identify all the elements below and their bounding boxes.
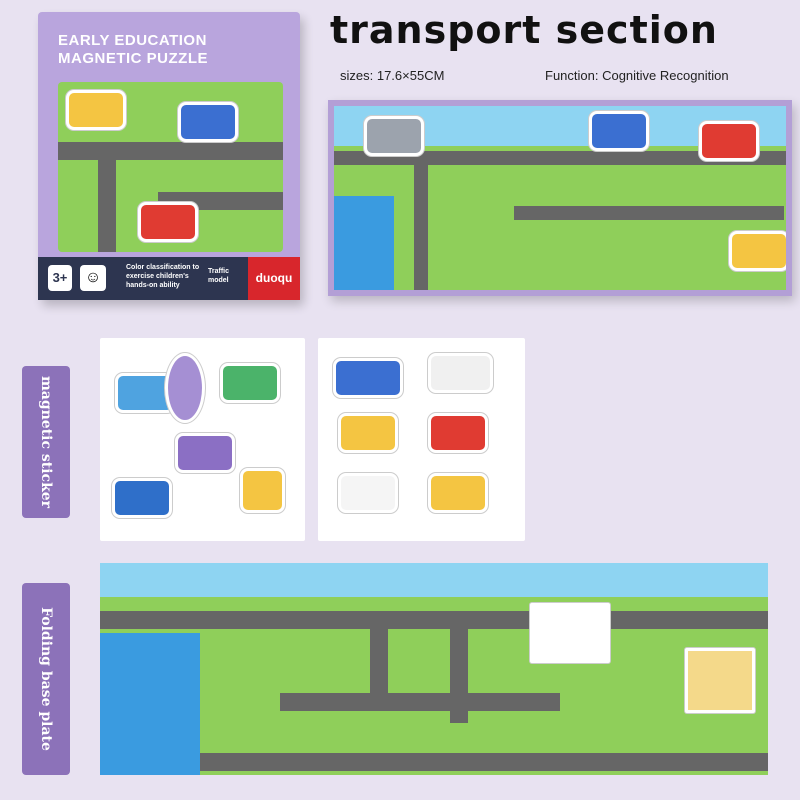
school-bus-sticker xyxy=(428,473,488,513)
sticker-panel-2 xyxy=(318,338,525,541)
base-plate xyxy=(100,563,768,775)
box-description: Color classification to exercise childre… xyxy=(126,264,200,289)
box-title: EARLY EDUCATION MAGNETIC PUZZLE xyxy=(58,32,208,68)
sign-sticker xyxy=(240,468,285,513)
box-model: Traffic model xyxy=(208,268,230,284)
ship-sticker xyxy=(112,478,172,518)
open-board xyxy=(328,100,792,296)
box-title-line2: MAGNETIC PUZZLE xyxy=(58,50,208,67)
sizes-text: sizes: 17.6×55CM xyxy=(340,68,445,83)
plate-map xyxy=(100,563,768,775)
brand-logo: duoqu xyxy=(248,257,300,300)
box-info-strip: 3+ ☺ Color classification to exercise ch… xyxy=(38,257,300,300)
excavator-sticker xyxy=(220,363,280,403)
product-box: EARLY EDUCATION MAGNETIC PUZZLE 3+ ☺ Col… xyxy=(38,12,300,300)
base-plate-label: Folding base plate xyxy=(38,607,54,751)
school-building xyxy=(685,648,755,713)
fire-truck-sticker xyxy=(428,413,488,453)
police-car-sticker xyxy=(428,353,493,393)
box-title-line1: EARLY EDUCATION xyxy=(58,32,207,49)
hospital-building xyxy=(530,603,610,663)
mixer-sticker xyxy=(175,433,235,473)
page-title: transport section xyxy=(330,8,718,52)
magnetic-sticker-tab: magnetic sticker xyxy=(22,366,70,518)
ambulance-sticker xyxy=(338,473,398,513)
board-map xyxy=(334,106,786,290)
plane-sticker xyxy=(333,358,403,398)
sticker-panel-1 xyxy=(100,338,305,541)
taxi-sticker xyxy=(338,413,398,453)
balloon-sticker xyxy=(165,353,205,423)
magnetic-sticker-label: magnetic sticker xyxy=(38,375,54,509)
base-plate-tab: Folding base plate xyxy=(22,583,70,775)
box-illustration xyxy=(58,82,283,252)
age-badge: 3+ xyxy=(48,265,72,291)
baby-face-icon: ☺ xyxy=(80,265,106,291)
function-text: Function: Cognitive Recognition xyxy=(545,68,729,83)
